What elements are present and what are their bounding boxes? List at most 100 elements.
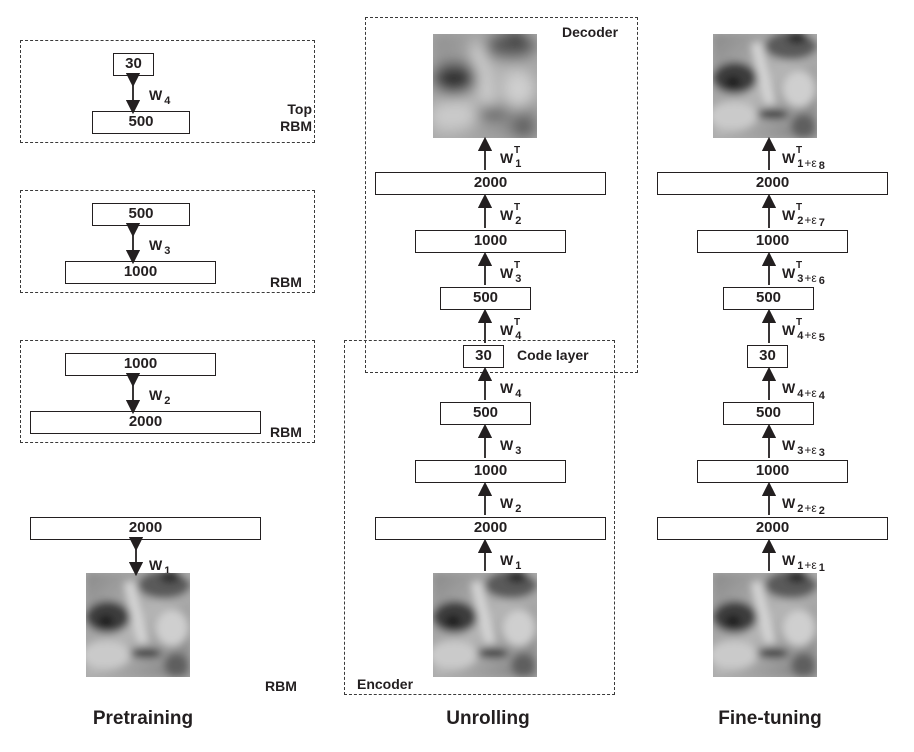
weight-label-part: W xyxy=(782,207,796,223)
weight-label-part: W xyxy=(500,437,514,453)
weight-label-part: 1 xyxy=(515,560,522,572)
code-layer-label: Code layer xyxy=(517,347,589,363)
layer-500: 500 xyxy=(440,402,531,425)
weight-label-part: 1 xyxy=(515,158,522,170)
weight-label-part: W xyxy=(782,552,796,568)
layer-500: 500 xyxy=(92,203,190,226)
layer-1000: 1000 xyxy=(697,230,848,253)
weight-label-part: 3 xyxy=(797,273,804,285)
weight-label-part: 7 xyxy=(818,217,825,229)
layer-500: 500 xyxy=(723,287,814,310)
layer-2000: 2000 xyxy=(657,517,888,540)
weight-label-part: W xyxy=(782,495,796,511)
weight-label-part: 2 xyxy=(797,503,804,515)
weight-label-part: W xyxy=(500,207,514,223)
weight-label-part: W xyxy=(782,437,796,453)
layer-1000: 1000 xyxy=(415,460,566,483)
weight-label-part: T xyxy=(514,202,521,213)
layer-2000: 2000 xyxy=(657,172,888,195)
input-face-image xyxy=(86,573,190,677)
weight-label-part: W xyxy=(782,380,796,396)
encoder-label: Encoder xyxy=(357,676,414,692)
weight-label-part: T xyxy=(796,202,803,213)
layer-30: 30 xyxy=(113,53,154,76)
rbm-tag: RBM xyxy=(270,274,302,290)
rbm-tag: RBM xyxy=(265,678,297,694)
weight-label-part: +ε xyxy=(804,156,817,170)
layer-1000: 1000 xyxy=(415,230,566,253)
weight-label-part: +ε xyxy=(804,271,817,285)
weight-label-part: 8 xyxy=(818,160,825,172)
code-layer-30: 30 xyxy=(747,345,788,368)
decoder-box xyxy=(365,17,638,373)
code-layer-30: 30 xyxy=(463,345,504,368)
weight-label-part: W xyxy=(782,265,796,281)
weight-label-part: T xyxy=(514,317,521,328)
weight-label-part: +ε xyxy=(804,558,817,572)
input-face-image xyxy=(713,573,817,677)
weight-label-part: 3 xyxy=(818,447,825,459)
layer-2000: 2000 xyxy=(30,411,261,434)
weight-label-part: +ε xyxy=(804,501,817,515)
weight-label-part: 1 xyxy=(797,560,804,572)
weight-label-part: 2 xyxy=(515,215,522,227)
weight-label-part: 4 xyxy=(515,330,522,342)
weight-label-part: 4 xyxy=(515,388,522,400)
weight-label-part: T xyxy=(514,145,521,156)
layer-2000: 2000 xyxy=(375,517,606,540)
layer-500: 500 xyxy=(440,287,531,310)
weight-label-part: W xyxy=(500,552,514,568)
weight-label-part: W xyxy=(782,150,796,166)
weight-label-part: W xyxy=(500,380,514,396)
weight-label-part: 4 xyxy=(797,388,804,400)
weight-label-part: W xyxy=(500,265,514,281)
unrolling-title: Unrolling xyxy=(446,708,530,729)
layer-2000: 2000 xyxy=(375,172,606,195)
rbm-tag: RBM xyxy=(270,424,302,440)
rbm-box-2 xyxy=(20,190,315,293)
layer-1000: 1000 xyxy=(697,460,848,483)
weight-label-part: 2 xyxy=(818,505,825,517)
weight-label-part: +ε xyxy=(804,328,817,342)
weight-label-part: +ε xyxy=(804,386,817,400)
encoder-box xyxy=(344,340,615,695)
weight-label-part: 1 xyxy=(818,562,825,574)
pretraining-title: Pretraining xyxy=(92,708,194,729)
reconstructed-face-image xyxy=(433,34,537,138)
top-rbm-box xyxy=(20,40,315,143)
layer-500: 500 xyxy=(723,402,814,425)
weight-label-part: T xyxy=(796,317,803,328)
layer-1000: 1000 xyxy=(65,261,216,284)
layer-2000: 2000 xyxy=(30,517,261,540)
weight-label-part: T xyxy=(796,260,803,271)
weight-label-part: 2 xyxy=(515,503,522,515)
weight-label-part: 2 xyxy=(797,215,804,227)
finetuning-title: Fine-tuning xyxy=(718,708,822,729)
weight-label-part: 4 xyxy=(818,390,825,402)
weight-label-part: W xyxy=(500,495,514,511)
rbm-box-3 xyxy=(20,340,315,443)
weight-label-part: T xyxy=(796,145,803,156)
weight-label-part: 4 xyxy=(797,330,804,342)
weight-label-part: +ε xyxy=(804,443,817,457)
layer-500: 500 xyxy=(92,111,190,134)
weight-label-part: 3 xyxy=(515,273,522,285)
weight-label-part: 3 xyxy=(515,445,522,457)
